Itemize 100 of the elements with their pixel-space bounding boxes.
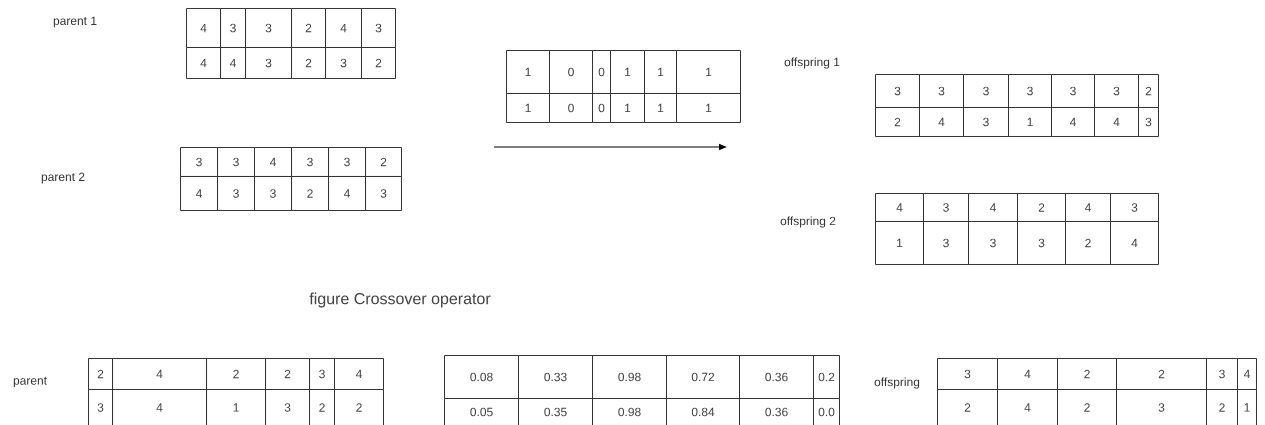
table-cell: 2: [88, 358, 113, 390]
table-cell: 2: [309, 389, 335, 425]
table-cell: 3: [88, 389, 113, 425]
table-cell: 2: [1017, 193, 1066, 222]
table-cell: 1: [1008, 107, 1052, 137]
table-cell: 1: [610, 50, 645, 94]
table-cell: 4: [1094, 107, 1139, 137]
table-cell: 4: [180, 176, 218, 211]
table-cell: 4: [968, 193, 1018, 222]
table-cell: 3: [245, 8, 292, 48]
table-cell: 1: [506, 93, 550, 123]
table-cell: 0.98: [592, 398, 667, 425]
table-cell: 1: [644, 93, 677, 123]
table-cell: 3: [217, 147, 255, 177]
table-cell: 3: [291, 147, 329, 177]
table-cell: 1: [206, 389, 266, 425]
table-cell: 2: [937, 389, 998, 425]
table-cell: 1: [875, 221, 924, 265]
table-cell: 3: [919, 74, 964, 108]
table-cell: 0.05: [444, 398, 519, 425]
table-cell: 1: [1237, 389, 1257, 425]
table-cell: 1: [610, 93, 645, 123]
table-cell: 3: [1094, 74, 1139, 108]
table-cell: 0.36: [739, 398, 814, 425]
table-cell: 4: [1237, 358, 1257, 390]
table-cell: 0.0: [813, 398, 840, 425]
table-cell: 3: [180, 147, 218, 177]
table-cell: 2: [1057, 389, 1117, 425]
table-cell: 3: [963, 74, 1009, 108]
table-cell: 0: [592, 50, 611, 94]
table-cell: 3: [1110, 193, 1159, 222]
table-cell: 0: [549, 50, 593, 94]
table-cell: 2: [291, 8, 326, 48]
table-cell: 3: [937, 358, 998, 390]
table-cell: 3: [1116, 389, 1207, 425]
table-cell: 2: [1116, 358, 1207, 390]
table-cell: 3: [1206, 358, 1238, 390]
table-cell: 4: [1065, 193, 1111, 222]
table-cell: 1: [644, 50, 677, 94]
table-cell: 3: [365, 176, 402, 211]
table-cell: 0: [549, 93, 593, 123]
table-cell: 4: [875, 193, 924, 222]
table-cell: 3: [361, 8, 396, 48]
table-cell: 4: [186, 47, 221, 79]
row-label: parent 2: [41, 172, 85, 184]
table-cell: 0.35: [518, 398, 593, 425]
table-cell: 3: [220, 8, 246, 48]
figure-caption: figure Crossover operator: [309, 292, 491, 308]
table-cell: 2: [1057, 358, 1117, 390]
table-cell: 3: [325, 47, 362, 79]
table-cell: 2: [1138, 74, 1159, 108]
row-label: offspring: [874, 377, 920, 389]
table-cell: 3: [963, 107, 1009, 137]
table-cell: 0.72: [666, 355, 740, 399]
table-cell: 3: [245, 47, 292, 79]
table-cell: 3: [217, 176, 255, 211]
table-cell: 2: [1206, 389, 1238, 425]
table-cell: 3: [254, 176, 292, 211]
table-cell: 3: [875, 74, 920, 108]
table-cell: 3: [265, 389, 310, 425]
table-cell: 4: [220, 47, 246, 79]
table-cell: 3: [923, 221, 969, 265]
table-cell: 4: [1110, 221, 1159, 265]
row-label: offspring 2: [780, 216, 836, 228]
table-cell: 0.33: [518, 355, 593, 399]
table-cell: 4: [1051, 107, 1095, 137]
row-label: parent 1: [53, 16, 97, 28]
table-cell: 2: [206, 358, 266, 390]
table-cell: 2: [361, 47, 396, 79]
table-cell: 1: [506, 50, 550, 94]
table-cell: 4: [254, 147, 292, 177]
table-cell: 2: [875, 107, 920, 137]
table-cell: 4: [997, 358, 1058, 390]
table-cell: 2: [265, 358, 310, 390]
table-cell: 0.36: [739, 355, 814, 399]
table-cell: 0.98: [592, 355, 667, 399]
table-cell: 2: [365, 147, 402, 177]
table-cell: 3: [1138, 107, 1159, 137]
table-cell: 1: [676, 50, 741, 94]
table-cell: 4: [328, 176, 366, 211]
table-cell: 3: [1017, 221, 1066, 265]
table-cell: 4: [186, 8, 221, 48]
table-cell: 4: [325, 8, 362, 48]
table-cell: 3: [968, 221, 1018, 265]
table-cell: 0.2: [813, 355, 840, 399]
table-cell: 4: [334, 358, 384, 390]
table-cell: 2: [291, 47, 326, 79]
table-cell: 4: [112, 358, 207, 390]
table-cell: 0.08: [444, 355, 519, 399]
table-cell: 3: [328, 147, 366, 177]
table-cell: 3: [923, 193, 969, 222]
row-label: offspring 1: [784, 57, 840, 69]
row-label: parent: [13, 376, 47, 388]
table-cell: 1: [676, 93, 741, 123]
table-cell: 2: [334, 389, 384, 425]
table-cell: 0.84: [666, 398, 740, 425]
table-cell: 3: [1051, 74, 1095, 108]
table-cell: 4: [997, 389, 1058, 425]
table-cell: 2: [1065, 221, 1111, 265]
table-cell: 0: [592, 93, 611, 123]
